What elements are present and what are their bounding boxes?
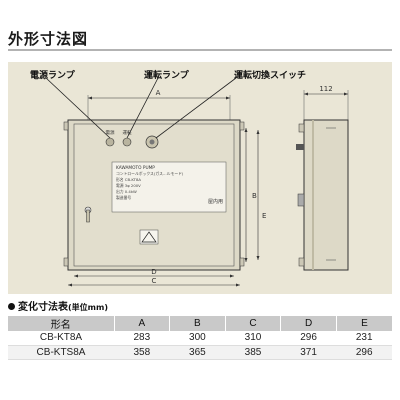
bullet-icon — [8, 303, 15, 310]
page-header: 外形寸法図 — [0, 0, 400, 51]
table-cell: 310 — [225, 331, 281, 346]
nameplate-line4: 出力 0.4kW — [116, 189, 137, 194]
dimension-table: 形名 A B C D E CB-KT8A 283 300 310 296 231… — [8, 316, 392, 360]
col-header-a: A — [113, 316, 170, 331]
nameplate-head: KAWAMOTO PUMP — [116, 165, 155, 171]
callout-run-switch: 運転切換スイッチ — [234, 71, 307, 81]
col-header-b: B — [169, 316, 226, 331]
table-cell: 296 — [336, 345, 392, 360]
table-cell: 385 — [225, 345, 281, 360]
dim-label-b: B — [252, 192, 257, 200]
dim-label-e: E — [262, 212, 266, 220]
nameplate-line2: 形名 CB-KT8A — [116, 177, 141, 182]
table-cell: 231 — [336, 331, 392, 346]
dim-label-a: A — [156, 89, 161, 97]
table-cell: 300 — [169, 331, 226, 346]
side-switch — [296, 144, 304, 150]
table-cell: 371 — [280, 345, 337, 360]
nameplate — [111, 161, 227, 213]
col-header-model: 形名 — [8, 316, 114, 331]
nameplate-line3: 電源 3φ 200V — [116, 183, 141, 188]
dim-label-depth: 112 — [319, 85, 332, 93]
indoor-text: 屋内用 — [208, 198, 223, 205]
spec-table-unit: (単位mm) — [68, 303, 108, 312]
lamp-run-text: 運転 — [123, 130, 132, 136]
table-header-row: 形名 A B C D E — [8, 316, 392, 331]
table-cell: CB-KT8A — [8, 331, 114, 346]
callout-power-lamp: 電源ランプ — [30, 71, 75, 81]
table-row: CB-KTS8A 358 365 385 371 296 — [8, 345, 392, 360]
power-lamp — [105, 137, 115, 147]
dimension-diagram: A 電源 運転 KAWAMOTO PUMP コントロールボックス(ガス…ルモード… — [8, 62, 392, 294]
warning-sign — [139, 229, 159, 245]
dimension-drawing: A 電源 運転 KAWAMOTO PUMP コントロールボックス(ガス…ルモード… — [45, 77, 349, 287]
header-divider — [8, 49, 392, 51]
nameplate-line1: コントロールボックス(ガス…ルモード) — [116, 171, 184, 176]
table-row: CB-KT8A 283 300 310 296 231 — [8, 331, 392, 346]
nameplate-line5: 製造番号 — [116, 195, 131, 200]
lamp-power-text: 電源 — [106, 129, 115, 136]
run-lamp — [122, 137, 132, 147]
col-header-c: C — [224, 316, 281, 331]
dim-label-c: C — [152, 277, 157, 285]
side-view-outline — [303, 119, 349, 271]
table-cell: 365 — [169, 345, 226, 360]
callout-run-lamp: 運転ランプ — [144, 71, 189, 81]
table-cell: 296 — [280, 331, 337, 346]
spec-table-title: 変化寸法表(単位mm) — [8, 298, 108, 313]
table-cell: 358 — [114, 345, 170, 360]
dim-label-d: D — [151, 268, 156, 276]
page-title: 外形寸法図 — [8, 30, 89, 48]
table-cell: 283 — [114, 331, 170, 346]
table-cell: CB-KTS8A — [8, 345, 114, 360]
col-header-e: E — [335, 316, 392, 331]
col-header-d: D — [280, 316, 337, 331]
